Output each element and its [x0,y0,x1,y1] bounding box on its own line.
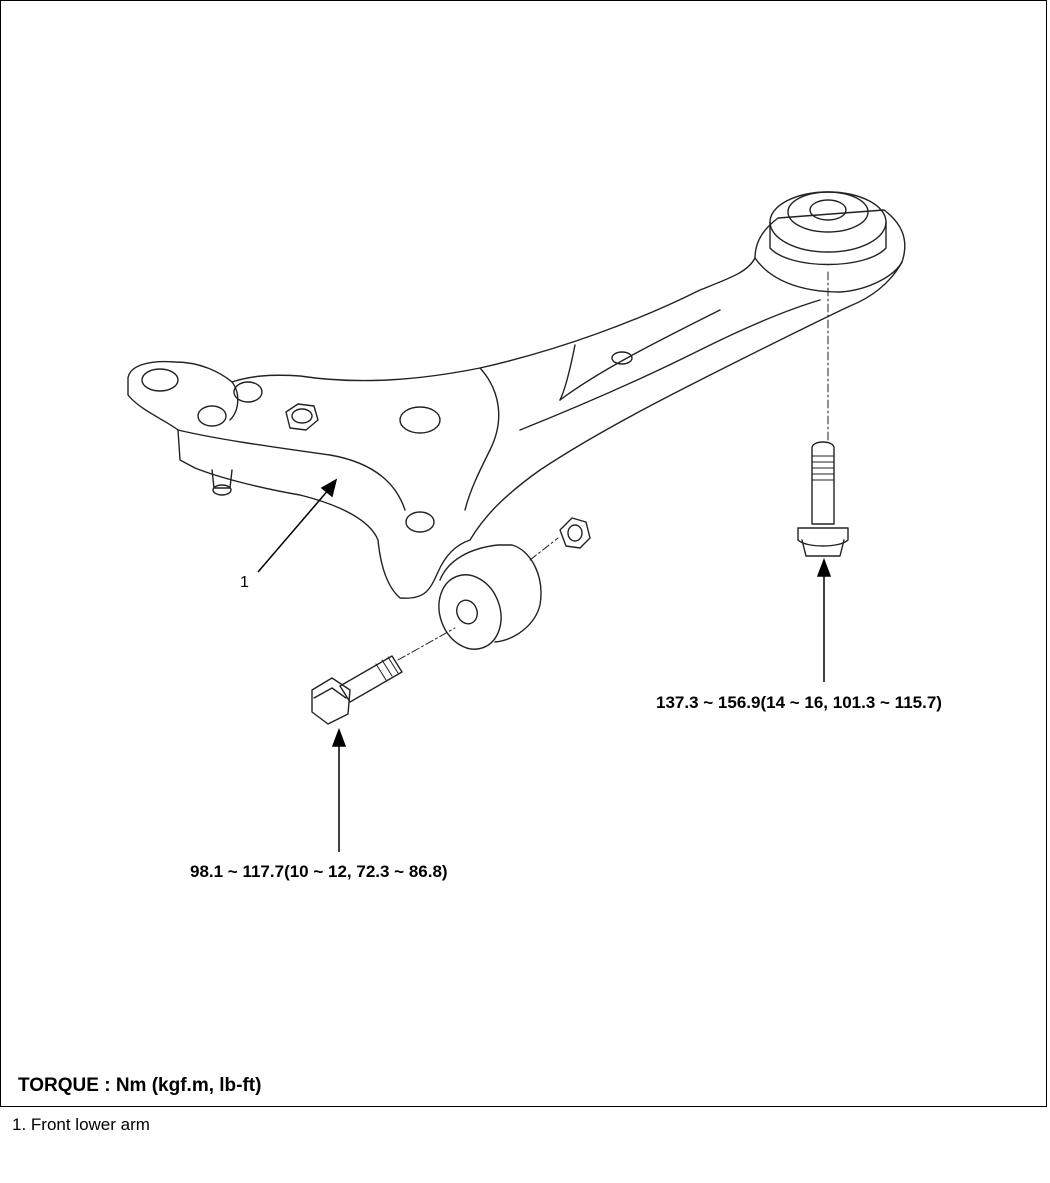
rear-bolt-torque-label: 137.3 ~ 156.9(14 ~ 16, 101.3 ~ 115.7) [656,693,942,712]
callout-1-arrowhead [320,478,338,498]
callout-1-leader [257,487,331,573]
rear-bolt-arrowhead [816,557,832,577]
legend-item-front-lower-arm: 1. Front lower arm [12,1115,150,1134]
torque-units-title: TORQUE : Nm (kgf.m, lb-ft) [18,1075,262,1096]
front-bolt-torque-label: 98.1 ~ 117.7(10 ~ 12, 72.3 ~ 86.8) [190,862,448,881]
diagram-frame [0,0,1047,1107]
lower-arm-outline [127,209,906,599]
callout-1-label: 1 [240,574,249,591]
front-bolt-arrowhead [331,727,347,747]
